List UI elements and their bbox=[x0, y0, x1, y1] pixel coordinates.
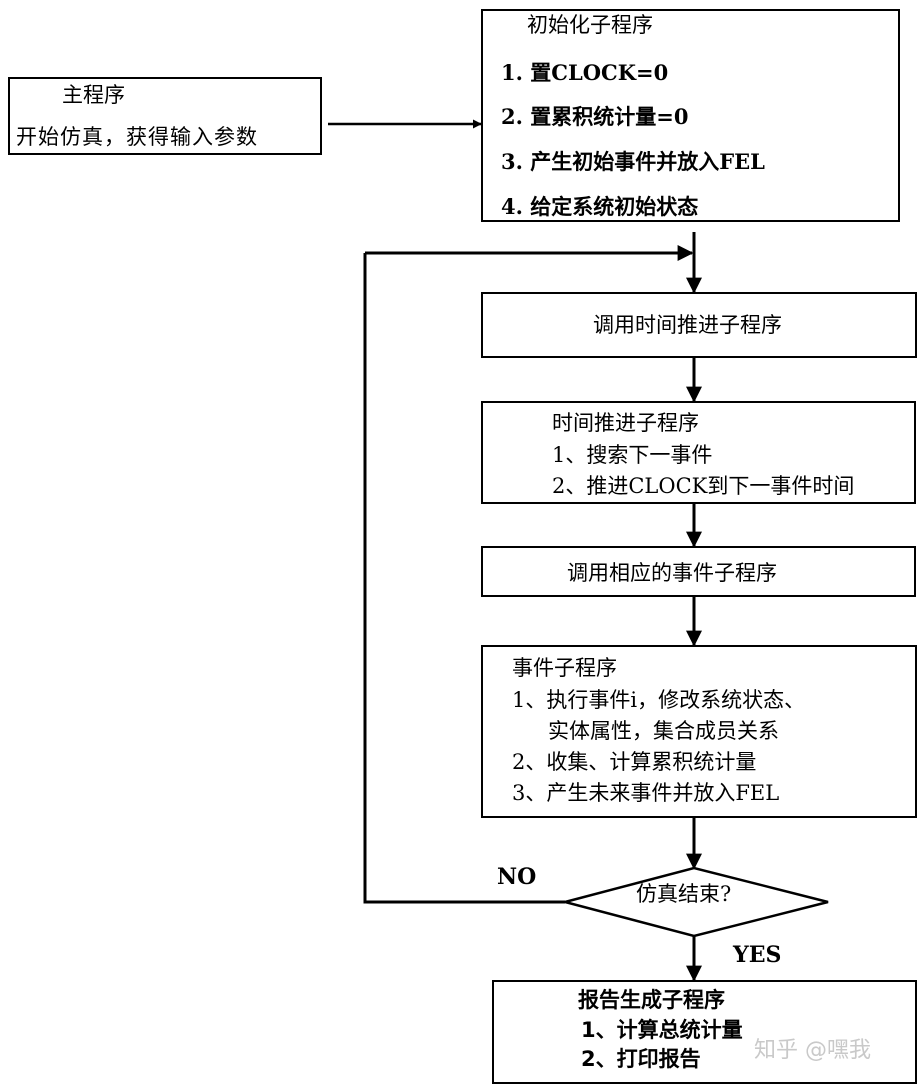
report-step: 1、计算总统计量 bbox=[581, 1018, 743, 1042]
init-step: 4. 给定系统初始状态 bbox=[501, 194, 699, 219]
call-time-advance-label: 调用时间推进子程序 bbox=[593, 313, 782, 337]
report-title: 报告生成子程序 bbox=[578, 988, 725, 1012]
init-step: 3. 产生初始事件并放入FEL bbox=[501, 149, 765, 174]
time-advance-title: 时间推进子程序 bbox=[552, 411, 699, 435]
report-step: 2、打印报告 bbox=[581, 1047, 701, 1071]
event-step: 实体属性，集合成员关系 bbox=[548, 719, 779, 743]
decision-question: 仿真结束? bbox=[636, 882, 732, 906]
init-subprogram-title: 初始化子程序 bbox=[527, 13, 653, 37]
main-program-box bbox=[8, 77, 322, 155]
event-title: 事件子程序 bbox=[512, 656, 617, 680]
watermark-text: 知乎 @嘿我 bbox=[754, 1038, 871, 1063]
report-subprogram-box bbox=[492, 980, 917, 1084]
call-event-label: 调用相应的事件子程序 bbox=[567, 561, 777, 585]
decision-yes-label: YES bbox=[733, 942, 782, 968]
loop-back-line bbox=[363, 253, 565, 904]
time-advance-step: 1、搜索下一事件 bbox=[552, 443, 713, 467]
call-time-advance-box bbox=[481, 292, 917, 358]
event-subprogram-box bbox=[481, 645, 917, 818]
time-advance-step: 2、推进CLOCK到下一事件时间 bbox=[552, 474, 855, 498]
call-event-box bbox=[481, 546, 916, 597]
decision-no-label: NO bbox=[497, 864, 537, 890]
decision-diamond bbox=[560, 866, 829, 938]
event-step: 3、产生未来事件并放入FEL bbox=[512, 781, 780, 805]
main-program-line: 开始仿真，获得输入参数 bbox=[16, 125, 258, 149]
main-program-title: 主程序 bbox=[62, 83, 125, 107]
init-subprogram-box bbox=[481, 9, 900, 222]
time-advance-subprogram-box bbox=[481, 401, 916, 504]
event-step: 1、执行事件i，修改系统状态、 bbox=[512, 688, 806, 712]
init-step: 2. 置累积统计量=0 bbox=[501, 104, 689, 129]
event-step: 2、收集、计算累积统计量 bbox=[512, 750, 757, 774]
init-step: 1. 置CLOCK=0 bbox=[501, 60, 669, 85]
